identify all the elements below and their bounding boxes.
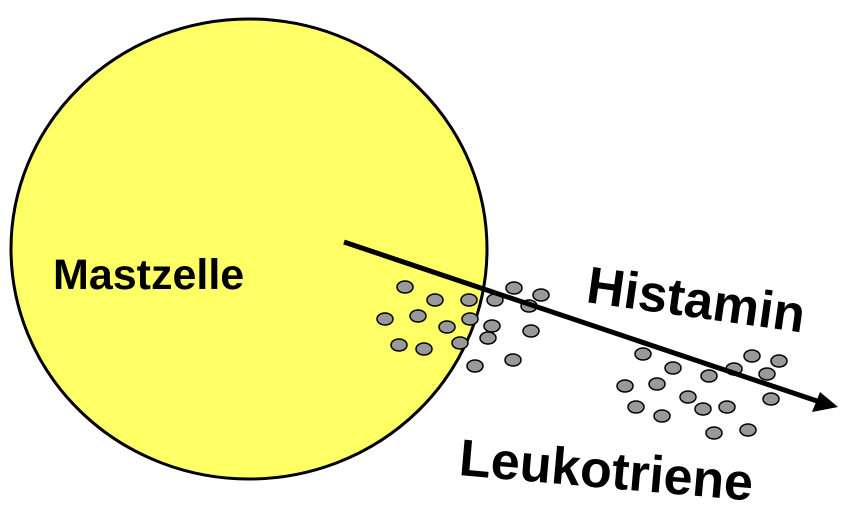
granule xyxy=(758,367,776,381)
granule xyxy=(479,331,497,345)
granule xyxy=(415,342,433,356)
granule xyxy=(451,336,469,350)
granule xyxy=(705,426,723,440)
release-arrow xyxy=(343,239,838,412)
granule xyxy=(522,324,540,338)
leukotriene-label: Leukotriene xyxy=(457,429,756,512)
granule xyxy=(694,402,712,416)
granule xyxy=(770,354,788,368)
granule xyxy=(438,320,456,334)
granule xyxy=(700,369,718,383)
granule xyxy=(461,312,479,326)
cell-label: Mastzelle xyxy=(53,251,244,299)
granule xyxy=(505,281,523,295)
granule xyxy=(653,409,671,423)
granule xyxy=(679,390,697,404)
granule xyxy=(483,319,501,333)
granule xyxy=(504,353,522,367)
mast-cell-body xyxy=(9,17,489,481)
granule xyxy=(718,400,736,414)
arrowhead-icon xyxy=(812,392,838,412)
granule xyxy=(466,359,484,373)
granule xyxy=(390,338,408,352)
granule xyxy=(762,392,780,406)
granule xyxy=(627,400,645,414)
granule xyxy=(634,347,652,361)
granule xyxy=(396,280,414,294)
granule xyxy=(426,293,444,307)
granule xyxy=(648,377,666,391)
granule xyxy=(532,288,550,302)
granule-cluster xyxy=(376,280,788,440)
granule xyxy=(409,309,427,323)
granule xyxy=(739,423,757,437)
granule xyxy=(616,379,634,393)
granule xyxy=(460,293,478,307)
granule xyxy=(376,312,394,326)
granule xyxy=(664,361,682,375)
granule xyxy=(743,349,761,363)
